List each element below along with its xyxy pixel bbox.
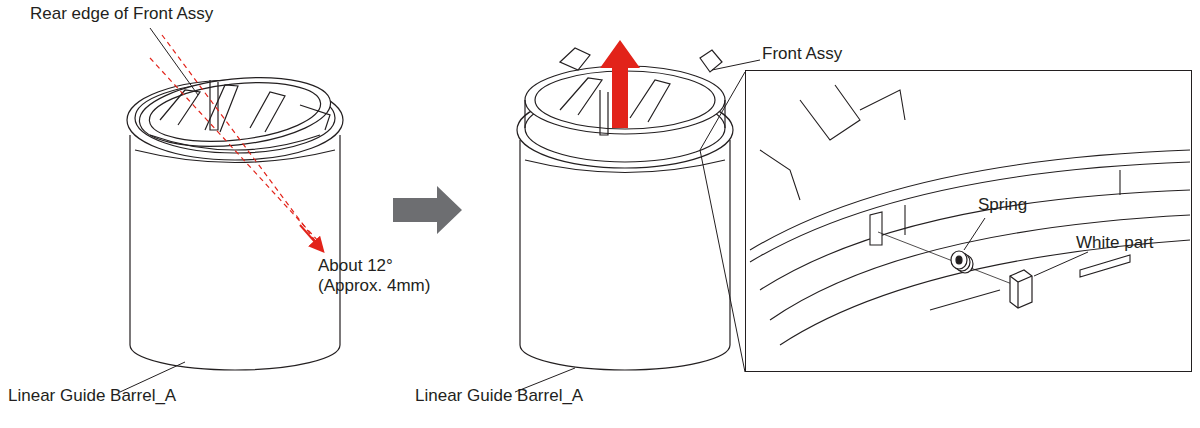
dimension-label: About 12° (Approx. 4mm) [318, 256, 448, 296]
part-label: Spring [978, 195, 1027, 215]
part-label: Front Assy [762, 44, 842, 64]
part-label: Linear Guide Barrel_A [415, 386, 583, 406]
part-label: Linear Guide Barrel_A [8, 386, 176, 406]
part-label: White part [1076, 233, 1153, 253]
part-label: Rear edge of Front Assy [30, 4, 213, 24]
detail-inset: SpringWhite part [745, 70, 1192, 372]
